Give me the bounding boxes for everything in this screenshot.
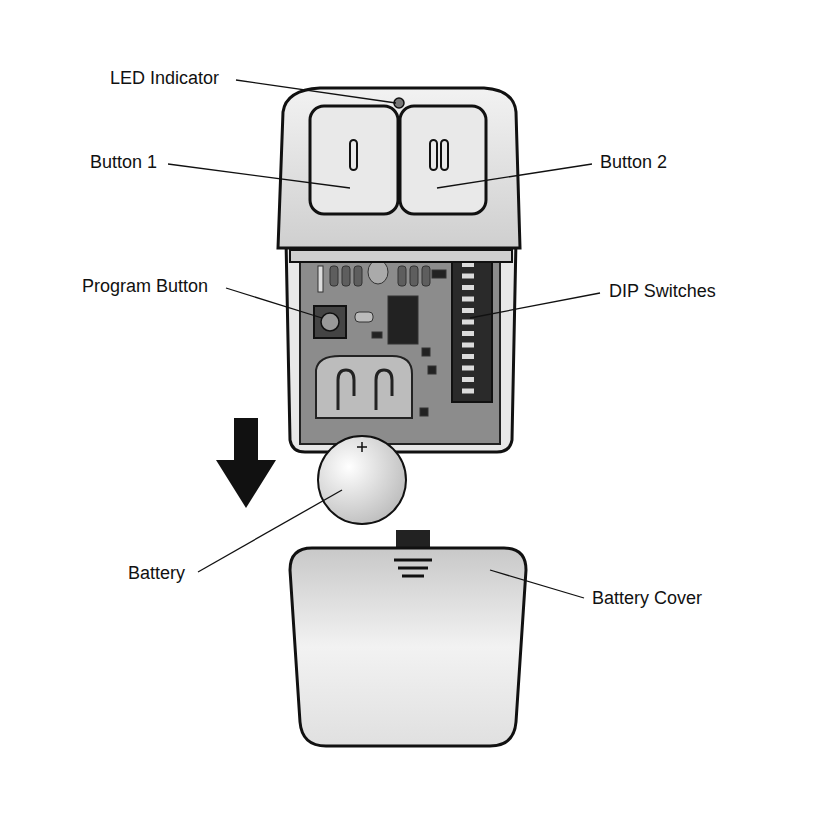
battery-holder: [316, 356, 412, 418]
battery-cover: [290, 548, 526, 746]
button-two: [400, 106, 486, 214]
button-mark: [441, 140, 448, 170]
dip-lever: [462, 320, 474, 325]
part-label: Battery Cover: [592, 588, 702, 608]
holder-clip: [376, 370, 392, 410]
housing-lip: [290, 250, 512, 262]
cover-grip: [394, 560, 432, 576]
part-label: Button 2: [600, 152, 667, 172]
button-mark: [350, 140, 357, 170]
program-button-cap: [321, 313, 339, 331]
dip-lever: [462, 274, 474, 279]
part-label: Program Button: [82, 276, 208, 296]
dip-lever: [462, 354, 474, 359]
dip-lever: [462, 285, 474, 290]
leader-lines: [168, 80, 600, 598]
dip-lever: [462, 308, 474, 313]
coin-battery: [318, 436, 406, 524]
part-label: DIP Switches: [609, 281, 716, 301]
part-label: Battery: [128, 563, 185, 583]
circuit-board: [300, 254, 500, 444]
dip-lever: [462, 377, 474, 382]
dip-lever: [462, 389, 474, 394]
program-button: [314, 306, 346, 338]
dip-lever: [462, 331, 474, 336]
button-mark: [430, 140, 437, 170]
direction-arrow: [216, 418, 276, 508]
dip-switch-bank: [452, 256, 492, 402]
remote-top: [278, 88, 520, 248]
dip-switch-levers: [462, 262, 474, 394]
holder-clip: [338, 370, 354, 410]
polarity-mark: [357, 442, 367, 452]
dip-lever: [462, 297, 474, 302]
dip-lever: [462, 366, 474, 371]
dip-lever: [462, 343, 474, 348]
housing: [286, 240, 516, 452]
button-one: [310, 106, 398, 214]
part-label: LED Indicator: [110, 68, 219, 88]
part-label: Button 1: [90, 152, 157, 172]
